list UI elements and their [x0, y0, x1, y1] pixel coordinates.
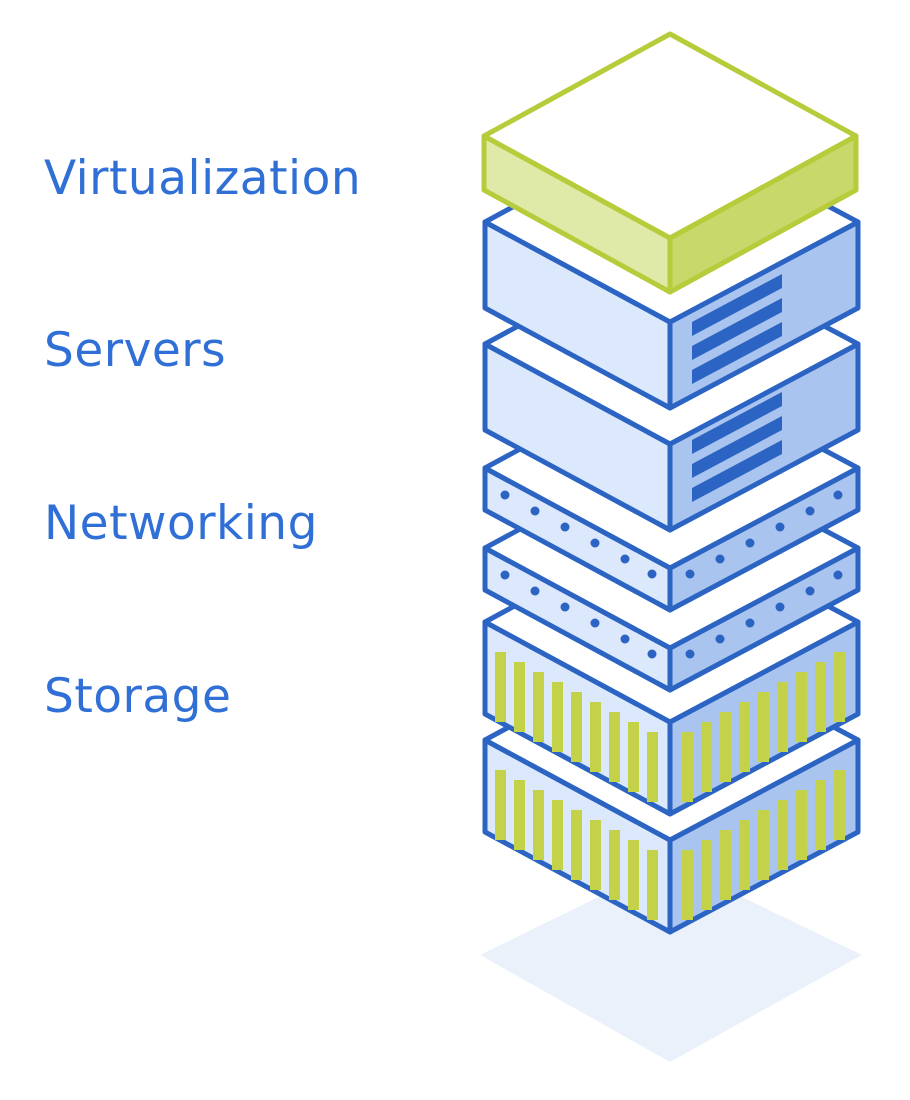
rack-shadow: [480, 862, 862, 1062]
label-networking: Networking: [44, 496, 318, 551]
label-servers: Servers: [44, 323, 227, 378]
label-virtualization: Virtualization: [44, 151, 362, 206]
label-storage: Storage: [44, 669, 232, 724]
virtualization-layer: [481, 31, 859, 295]
